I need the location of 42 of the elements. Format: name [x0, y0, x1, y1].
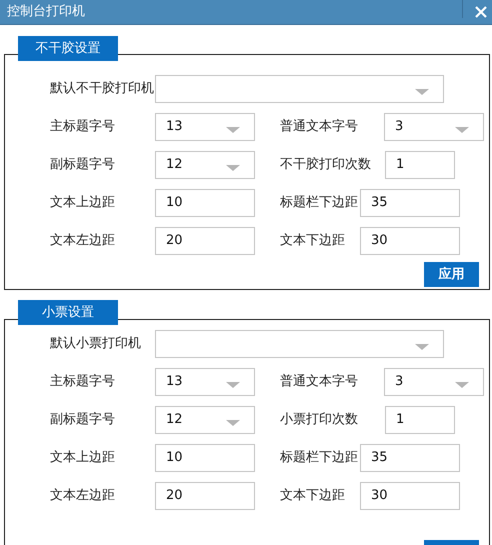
panel-tab: 不干胶设置 — [18, 36, 118, 61]
dropdown-field: 12 — [155, 151, 255, 179]
dropdown-field: 3 — [384, 113, 484, 141]
field-label: 副标题字号 — [50, 411, 115, 429]
apply-button: 应用 — [424, 262, 479, 287]
dropdown-field: 12 — [155, 406, 255, 434]
settings-panel — [4, 300, 490, 545]
field-label: 标题栏下边距 — [280, 194, 358, 212]
field-label: 文本下边距 — [280, 232, 345, 250]
input-field: 1 — [385, 406, 455, 434]
field-label: 文本左边距 — [50, 232, 115, 250]
field-label: 默认小票打印机 — [50, 335, 141, 353]
settings-panel — [4, 36, 490, 290]
input-field: 1 — [385, 151, 455, 179]
field-label: 主标题字号 — [50, 118, 115, 136]
window-title: 控制台打印机 — [7, 3, 85, 21]
field-label: 普通文本字号 — [280, 372, 358, 391]
dropdown-field: 13 — [155, 113, 255, 141]
field-label: 标题栏下边距 — [280, 449, 358, 467]
panel-tab: 小票设置 — [18, 300, 118, 325]
input-field: 35 — [360, 444, 460, 472]
dropdown-field — [155, 330, 444, 358]
input-field: 30 — [360, 482, 460, 510]
field-label: 文本左边距 — [50, 487, 115, 505]
input-field: 20 — [155, 482, 255, 510]
field-label: 文本上边距 — [50, 194, 115, 212]
input-field: 30 — [360, 227, 460, 255]
dropdown-field: 13 — [155, 368, 255, 396]
field-label: 文本下边距 — [280, 487, 345, 505]
input-field: 10 — [155, 189, 255, 217]
field-label: 小票打印次数 — [280, 411, 358, 429]
input-field: 20 — [155, 227, 255, 255]
input-field: 10 — [155, 444, 255, 472]
dropdown-field — [155, 75, 444, 103]
field-label: 不干胶打印次数 — [280, 156, 371, 174]
field-label: 文本上边距 — [50, 449, 115, 467]
field-label: 默认不干胶打印机 — [50, 80, 154, 98]
field-label: 普通文本字号 — [280, 118, 358, 136]
field-label: 主标题字号 — [50, 373, 115, 391]
input-field: 35 — [360, 189, 460, 217]
dropdown-field: 3 — [384, 368, 484, 396]
field-label: 副标题字号 — [50, 156, 115, 174]
